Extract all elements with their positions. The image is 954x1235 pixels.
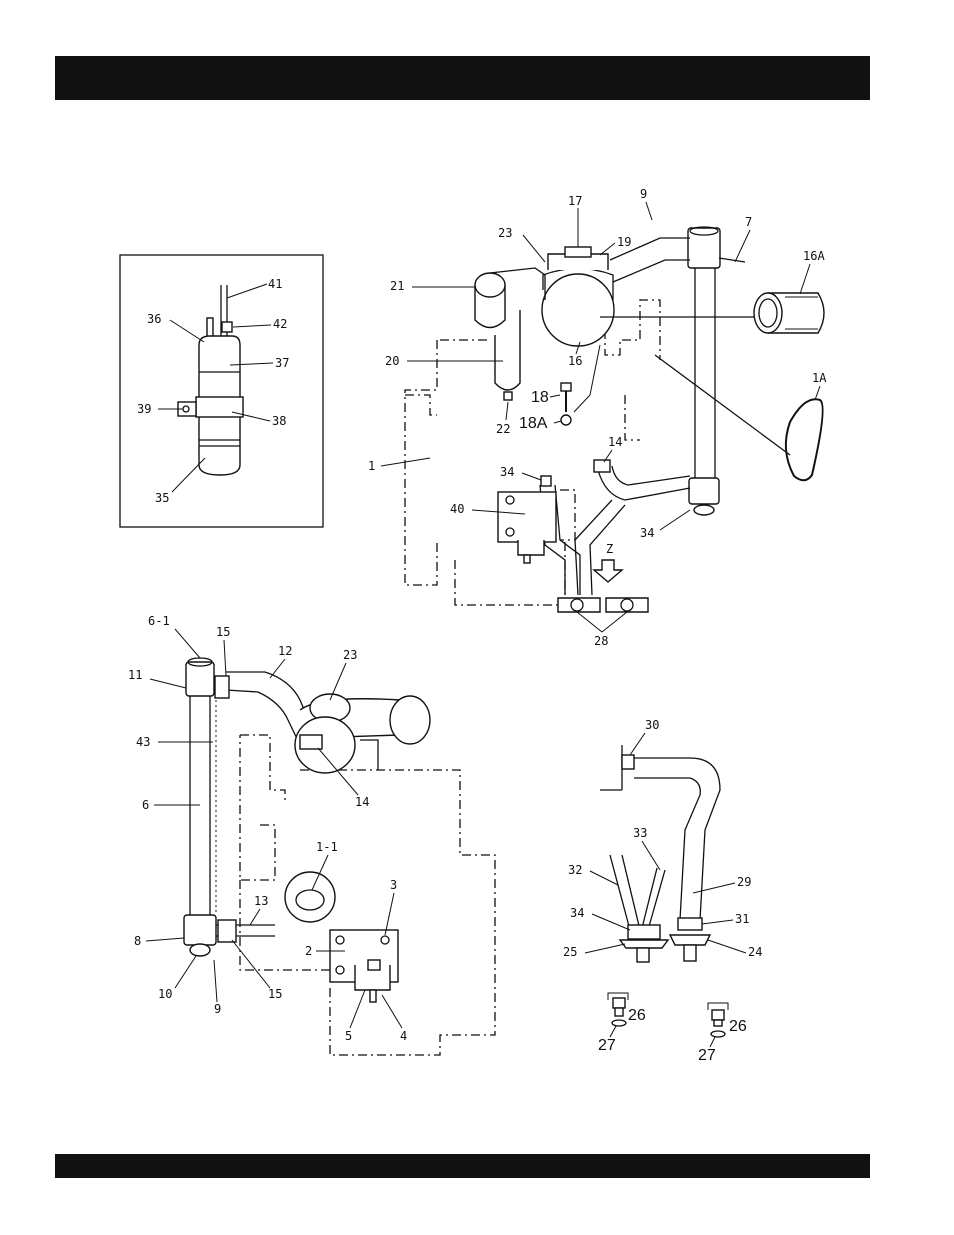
callout-31: 31 (735, 912, 749, 926)
callout-34-lower: 34 (640, 526, 654, 540)
callout-43: 43 (136, 735, 150, 749)
callout-5: 5 (345, 1029, 352, 1043)
callout-26-left: 26 (628, 1007, 646, 1024)
callout-25: 25 (563, 945, 577, 959)
callout-42: 42 (273, 317, 287, 331)
callout-30: 30 (645, 718, 659, 732)
lower-left-assembly (184, 658, 495, 1055)
upper-assembly (405, 227, 824, 612)
callout-22: 22 (496, 422, 510, 436)
callout-14: 14 (608, 435, 622, 449)
callout-7: 7 (745, 215, 752, 229)
inset-detail (120, 255, 323, 527)
callout-34-upper: 34 (500, 465, 514, 479)
callout-6: 6 (142, 798, 149, 812)
callout-41: 41 (268, 277, 282, 291)
callout-1: 1 (368, 459, 375, 473)
callout-15-top: 15 (216, 625, 230, 639)
callout-18A: 18A (519, 415, 548, 432)
lower-right-callouts: 30 33 32 29 34 31 25 24 26 27 26 27 (563, 718, 762, 1064)
callout-40: 40 (450, 502, 464, 516)
callout-9-lower: 9 (214, 1002, 221, 1016)
callout-Z: Z (606, 542, 613, 556)
callout-26-right: 26 (729, 1018, 747, 1035)
callout-36: 36 (147, 312, 161, 326)
callout-21: 21 (390, 279, 404, 293)
callout-34-right: 34 (570, 906, 584, 920)
callout-33: 33 (633, 826, 647, 840)
lower-right-assembly (600, 745, 728, 1037)
callout-13: 13 (254, 894, 268, 908)
callout-23-lower: 23 (343, 648, 357, 662)
callout-27-left: 27 (598, 1037, 616, 1054)
callout-3: 3 (390, 878, 397, 892)
callout-37: 37 (275, 356, 289, 370)
callout-2: 2 (305, 944, 312, 958)
callout-29: 29 (737, 875, 751, 889)
element-16A (754, 293, 824, 333)
callout-4: 4 (400, 1029, 407, 1043)
callout-6-1: 6-1 (148, 614, 170, 628)
callout-1A: 1A (812, 371, 827, 385)
callout-20: 20 (385, 354, 399, 368)
callout-15-bottom: 15 (268, 987, 282, 1001)
callout-17: 17 (568, 194, 582, 208)
callout-38: 38 (272, 414, 286, 428)
callout-8: 8 (134, 934, 141, 948)
callout-23: 23 (498, 226, 512, 240)
callout-24: 24 (748, 945, 762, 959)
callout-32: 32 (568, 863, 582, 877)
callout-27-right: 27 (698, 1047, 716, 1064)
callout-16A: 16A (803, 249, 825, 263)
callout-18: 18 (531, 389, 549, 406)
callout-14-lower: 14 (355, 795, 369, 809)
callout-35: 35 (155, 491, 169, 505)
callout-16: 16 (568, 354, 582, 368)
callout-10: 10 (158, 987, 172, 1001)
callout-1-1: 1-1 (316, 840, 338, 854)
callout-11: 11 (128, 668, 142, 682)
callout-39: 39 (137, 402, 151, 416)
callout-12: 12 (278, 644, 292, 658)
callout-9: 9 (640, 187, 647, 201)
callout-19: 19 (617, 235, 631, 249)
callout-28: 28 (594, 634, 608, 648)
